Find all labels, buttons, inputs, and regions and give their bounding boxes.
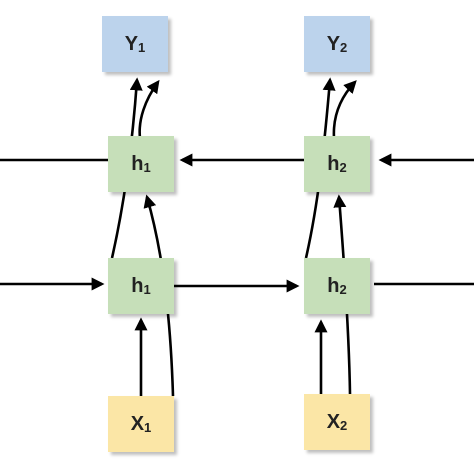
node-subscript: 2 <box>340 417 348 433</box>
node-label: X <box>326 410 341 433</box>
node-label: h <box>327 274 340 297</box>
arrow-hb2-to-y2 <box>332 80 357 139</box>
node-label: Y <box>124 32 139 55</box>
node-subscript: 1 <box>138 39 146 55</box>
node-label: h <box>327 152 340 175</box>
node-label: h <box>131 152 144 175</box>
node-subscript: 1 <box>143 159 151 175</box>
node-subscript: 1 <box>143 281 151 297</box>
node-subscript: 1 <box>144 419 152 435</box>
arrow-hb1-to-y1 <box>138 79 160 139</box>
node-subscript: 2 <box>340 39 348 55</box>
node-label: X <box>130 412 145 435</box>
node-label: Y <box>326 32 341 55</box>
node-label: h <box>131 274 144 297</box>
node-subscript: 2 <box>339 159 347 175</box>
node-subscript: 2 <box>339 281 347 297</box>
